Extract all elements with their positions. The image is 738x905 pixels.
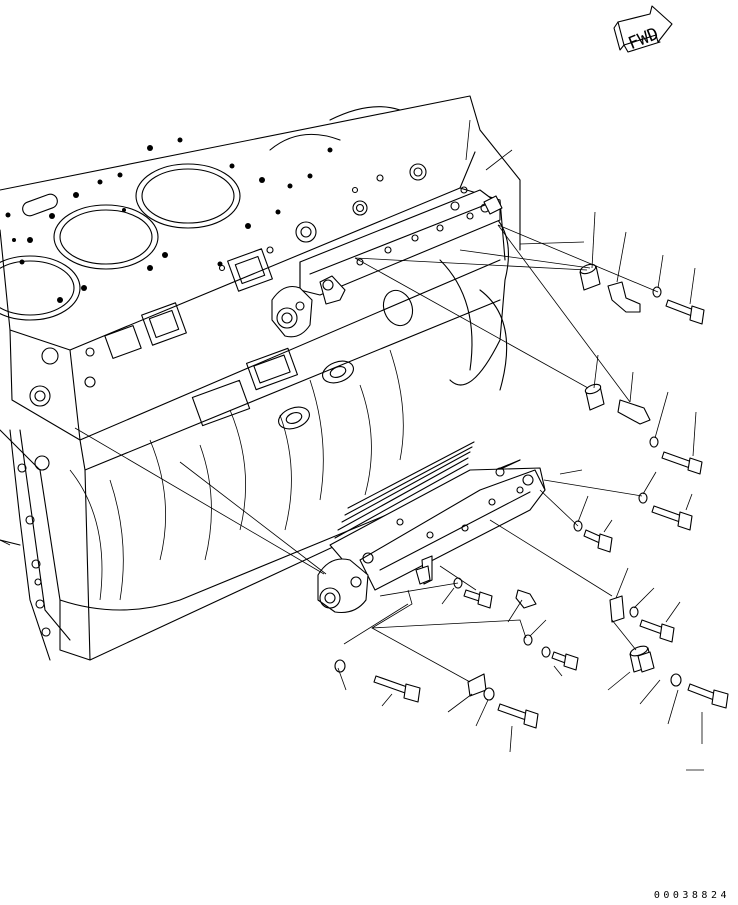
oil-cooler-exploded: [318, 442, 545, 613]
hardware-bolts: [374, 300, 728, 728]
oil-cooler-installed: [272, 187, 502, 337]
leader-lines: [0, 120, 704, 770]
engine-block: [0, 96, 520, 660]
figure-number: 00038824: [653, 890, 730, 901]
hardware-brackets: [416, 282, 654, 696]
hardware-washers: [335, 287, 681, 700]
fwd-direction-arrow: FWD: [614, 6, 672, 54]
